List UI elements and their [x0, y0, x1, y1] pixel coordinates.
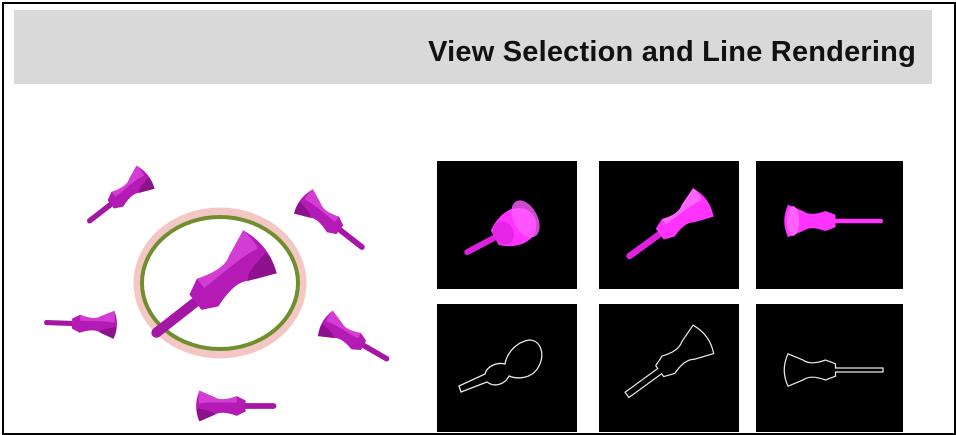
rendered-view-2-image	[626, 188, 714, 260]
line-drawing-1-image	[458, 339, 543, 393]
candidate-view-left	[43, 308, 118, 340]
candidate-view-bottom	[196, 390, 277, 422]
title-bar: View Selection and Line Rendering	[14, 10, 932, 84]
view-selection-area	[4, 4, 954, 433]
line-drawing-2	[599, 304, 739, 432]
candidate-view-right	[315, 309, 397, 373]
selection-glow	[133, 207, 307, 359]
rendered-view-1-image	[464, 200, 540, 256]
candidate-view-top-left	[78, 163, 158, 235]
line-drawing-3	[756, 304, 903, 432]
rendered-view-3	[756, 161, 903, 289]
line-drawing-1	[437, 304, 577, 432]
line-drawing-3-image	[783, 352, 884, 388]
rendered-view-3-image	[784, 204, 883, 238]
rendered-view-1	[437, 161, 577, 289]
slide-title: View Selection and Line Rendering	[428, 36, 916, 68]
rendered-view-2	[599, 161, 739, 289]
candidate-views	[43, 163, 397, 422]
candidate-view-top-right	[291, 187, 374, 261]
selection-ring	[140, 215, 300, 351]
line-drawing-2-image	[624, 324, 715, 399]
